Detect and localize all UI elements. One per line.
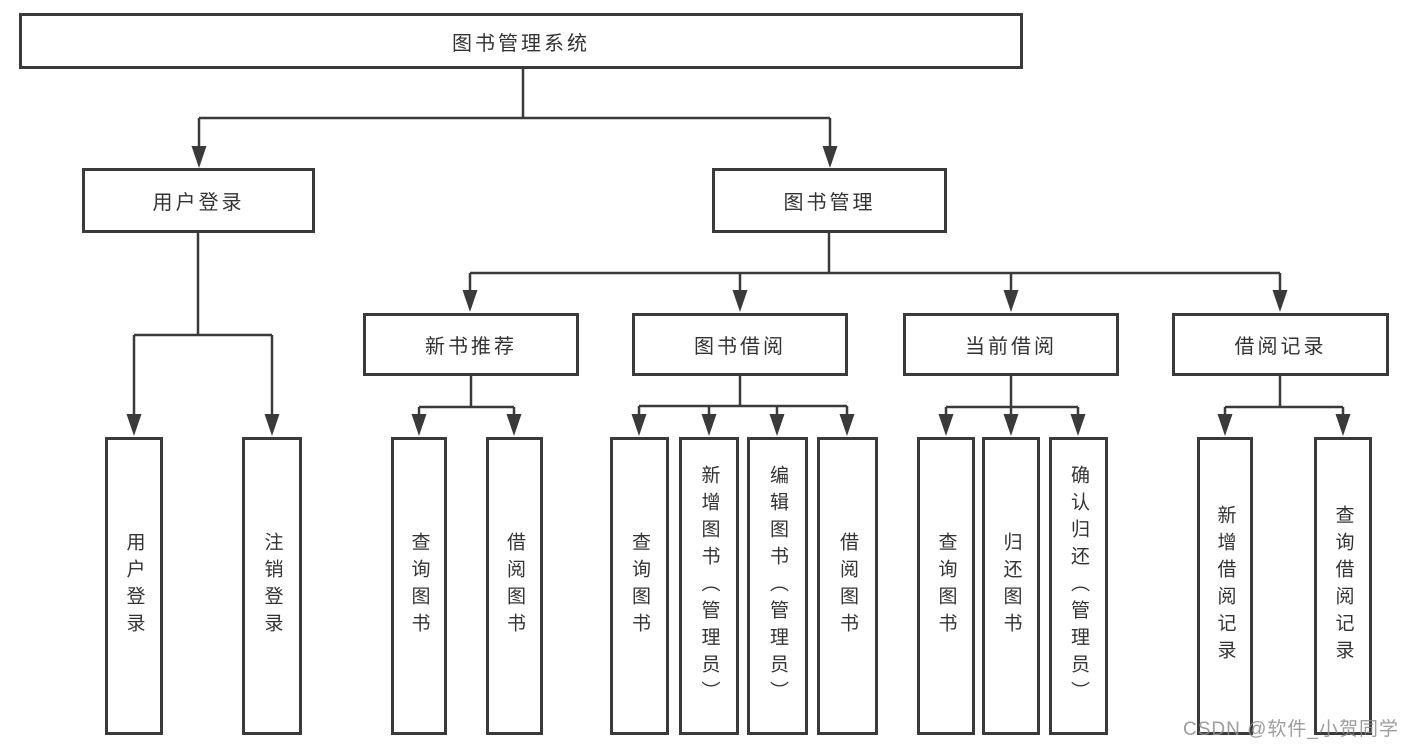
node-book-borrow: 图书借阅 <box>632 313 848 376</box>
node-label: 借阅图书 <box>504 532 525 640</box>
node-book-management: 图书管理 <box>712 168 947 233</box>
node-logout: 注销登录 <box>242 437 302 735</box>
node-query-borrow-record: 查询借阅记录 <box>1314 437 1372 735</box>
node-label: 用户登录 <box>152 192 245 214</box>
node-label: 归还图书 <box>1000 532 1022 640</box>
node-label: 查询图书 <box>935 532 957 640</box>
node-label: 新增图书（管理员） <box>698 464 720 708</box>
node-label: 查询图书 <box>408 532 430 640</box>
csdn-watermark: CSDN @软件_小贺同学 <box>1183 719 1399 740</box>
node-borrow-records: 借阅记录 <box>1172 313 1389 376</box>
node-label: 新增借阅记录 <box>1214 505 1236 667</box>
node-user-login: 用户登录 <box>82 168 315 233</box>
node-label: 新书推荐 <box>425 336 517 358</box>
node-label: 借阅图书 <box>837 532 858 640</box>
node-label: 图书借阅 <box>694 336 786 358</box>
node-label: 借阅记录 <box>1234 336 1327 358</box>
node-label: 查询图书 <box>629 532 650 640</box>
node-current-borrow: 当前借阅 <box>903 313 1119 376</box>
node-user-login-leaf: 用户登录 <box>105 437 163 735</box>
node-edit-book-admin: 编辑图书（管理员） <box>747 437 808 735</box>
node-label: 当前借阅 <box>965 336 1057 358</box>
node-new-book-recommend: 新书推荐 <box>363 313 579 376</box>
node-label: 查询借阅记录 <box>1332 505 1354 667</box>
node-label: 用户登录 <box>123 532 145 640</box>
node-label: 编辑图书（管理员） <box>767 464 788 708</box>
node-label: 注销登录 <box>261 532 283 640</box>
node-add-book-admin: 新增图书（管理员） <box>679 437 739 735</box>
node-query-books-current: 查询图书 <box>917 437 975 735</box>
node-confirm-return-admin: 确认归还（管理员） <box>1049 437 1108 735</box>
node-return-book: 归还图书 <box>982 437 1040 735</box>
node-query-books-recommend: 查询图书 <box>391 437 447 735</box>
node-label: 图书管理 <box>783 192 876 214</box>
node-label: 图书管理系统 <box>452 32 590 55</box>
node-add-borrow-record: 新增借阅记录 <box>1197 437 1253 735</box>
node-borrow-book-recommend: 借阅图书 <box>486 437 543 735</box>
node-query-books-borrow: 查询图书 <box>610 437 669 735</box>
node-borrow-book: 借阅图书 <box>817 437 878 735</box>
node-label: 确认归还（管理员） <box>1068 464 1089 708</box>
node-library-management-system: 图书管理系统 <box>19 13 1023 69</box>
